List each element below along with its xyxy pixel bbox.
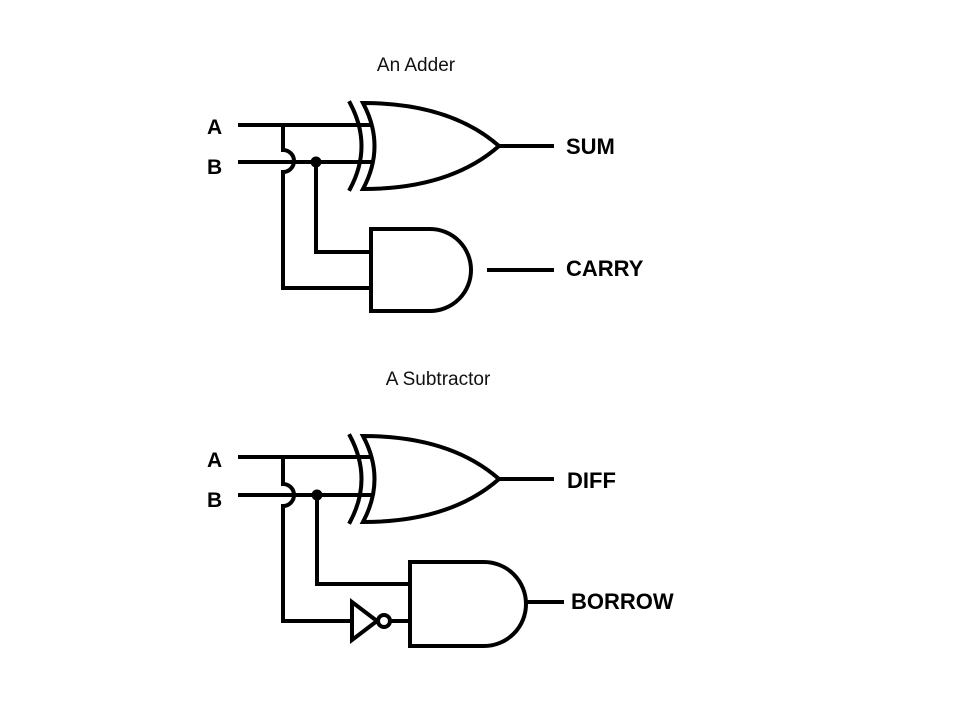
subtractor-junction-dot: [311, 489, 323, 501]
subtractor-diff-label: DIFF: [567, 468, 616, 493]
adder-input-b-label: B: [207, 156, 222, 179]
subtractor-input-a-label: A: [207, 449, 222, 472]
subtractor-caption: A Subtractor: [385, 369, 491, 390]
half-subtractor-circuit: A B DIFF BORROW: [207, 433, 674, 648]
subtractor-xor-extra-arc: [347, 433, 364, 525]
subtractor-xor-gate: [359, 433, 503, 525]
subtractor-and-gate: [408, 560, 528, 648]
subtractor-not-gate: [350, 597, 381, 645]
adder-and-gate: [369, 227, 473, 313]
adder-junction-dot: [310, 156, 322, 168]
subtractor-wire-b-branch: [315, 493, 412, 586]
adder-sum-label: SUM: [566, 134, 615, 159]
adder-carry-label: CARRY: [566, 256, 644, 281]
half-adder-circuit: A B SUM CARRY: [207, 100, 644, 313]
adder-xor-gate: [359, 100, 503, 192]
adder-caption: An Adder: [376, 55, 456, 76]
adder-wire-b-branch: [314, 160, 374, 254]
adder-input-a-label: A: [207, 116, 222, 139]
subtractor-borrow-label: BORROW: [571, 589, 674, 614]
adder-wire-a-branch: [281, 123, 374, 290]
adder-xor-extra-arc: [347, 100, 364, 192]
subtractor-input-b-label: B: [207, 489, 222, 512]
